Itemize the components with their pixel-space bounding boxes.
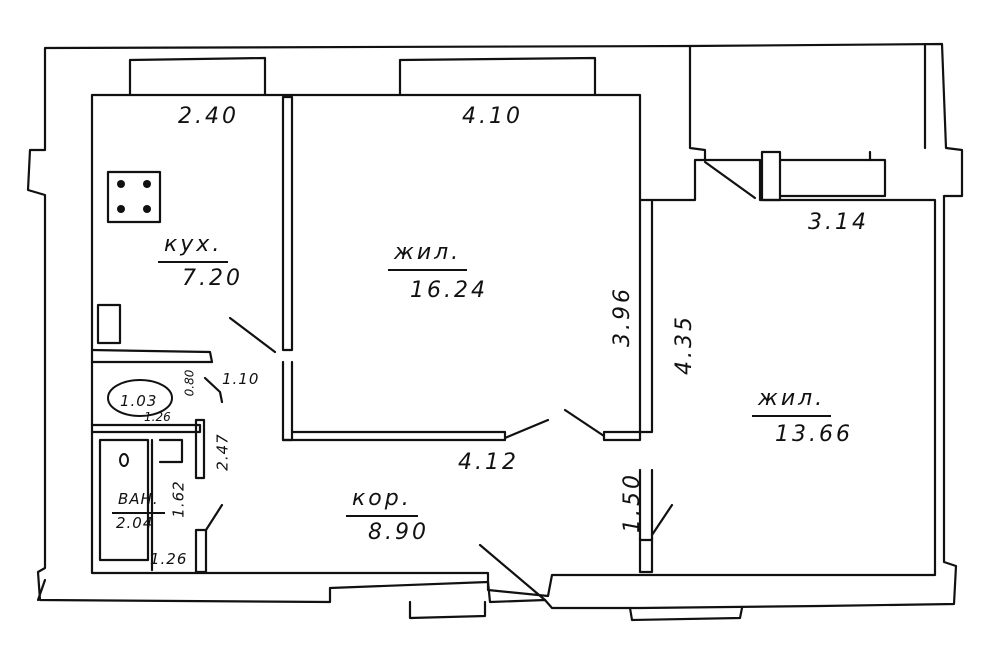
dim-living2-width: 3.14 <box>808 210 869 235</box>
door-swing-living1 <box>503 418 550 440</box>
living2-name: жил. <box>752 386 832 417</box>
living1-area: 16.24 <box>410 278 488 303</box>
right-column <box>688 44 707 162</box>
stove-burner-4 <box>143 205 151 213</box>
bath-shelf <box>90 348 214 364</box>
outer-bump-left <box>36 578 47 602</box>
partition-living2-stub <box>638 536 654 574</box>
stove-burner-3 <box>117 205 125 213</box>
partition-living2 <box>638 198 654 434</box>
living1-name: жил. <box>388 240 468 271</box>
window-top-center <box>398 56 597 97</box>
door-swing-entry <box>478 543 547 602</box>
stove-burner-1 <box>117 180 125 188</box>
bath-box <box>158 438 184 464</box>
partition-living2-low <box>638 468 654 542</box>
dim-living1-depth: 3.96 <box>609 286 635 347</box>
dim-living2-depth: 4.35 <box>671 314 697 375</box>
dim-bath-width: 1.26 <box>150 550 188 568</box>
kitchen-area: 7.20 <box>182 266 243 291</box>
stove <box>106 170 162 224</box>
bath-wall <box>90 423 202 434</box>
door-swing-wc <box>203 376 224 404</box>
bath-door-leaf <box>194 528 208 574</box>
corridor-area: 8.90 <box>368 520 429 545</box>
dim-living1-width: 4.10 <box>462 104 523 129</box>
kitchen-name: кух. <box>158 232 229 263</box>
wc-area: 1.26 <box>144 410 171 424</box>
dim-kitchen-door: 1.10 <box>222 370 260 388</box>
door-swing-living2-low <box>650 503 674 537</box>
dim-kitchen-width: 2.40 <box>178 104 239 129</box>
outer-bump-bottom-left <box>408 600 487 620</box>
living2-area: 13.66 <box>775 422 853 447</box>
bath-tub <box>98 438 150 562</box>
dim-bath-length: 2.47 <box>213 433 232 471</box>
kitchen-sink <box>96 303 122 345</box>
outer-wall <box>26 42 964 610</box>
wc-name: 1.03 <box>120 392 158 410</box>
dim-corridor-width: 4.12 <box>458 450 519 475</box>
door-swing-bath <box>204 503 224 532</box>
dim-corridor-depth: 1.50 <box>619 472 645 533</box>
bath-drain <box>119 453 129 467</box>
partition-living1-bottom <box>281 430 507 442</box>
inner-wall <box>90 93 937 598</box>
bathroom-area: 2.04 <box>116 514 154 532</box>
outer-bump-bottom-right <box>628 606 744 622</box>
dim-bath-depth: 1.62 <box>169 480 188 518</box>
door-swing-balcony <box>703 160 757 200</box>
dim-wc-door: 0.80 <box>182 369 197 397</box>
wc-door-leaf <box>194 418 206 480</box>
window-top-left <box>128 56 267 97</box>
corridor-name: кор. <box>346 486 418 517</box>
wc-toilet <box>107 379 173 417</box>
partition-kitchen <box>281 95 294 352</box>
door-swing-living2 <box>563 408 606 438</box>
stove-burner-2 <box>143 180 151 188</box>
partition-kitchen-low <box>281 360 294 442</box>
bathroom-name: ВАН. <box>112 490 165 514</box>
door-swing-kitchen <box>228 316 277 354</box>
partition-living2-door <box>602 430 642 442</box>
window-right <box>760 150 887 202</box>
